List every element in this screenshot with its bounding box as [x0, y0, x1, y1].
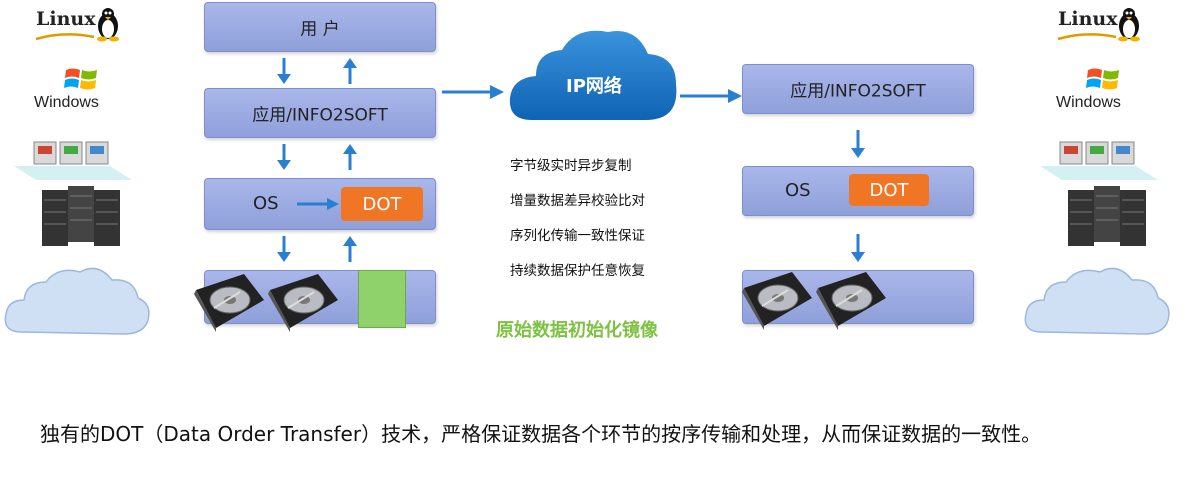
- app-layer-label: 应用/INFO2SOFT: [790, 81, 926, 102]
- tux-penguin-icon: [1118, 8, 1140, 42]
- linux-swoosh-icon: [35, 33, 95, 41]
- dot-module: DOT: [849, 174, 929, 206]
- linux-swoosh-icon: [1057, 33, 1117, 41]
- feature-item: 序列化传输一致性保证: [510, 228, 645, 244]
- arrow-right-icon: [297, 198, 339, 210]
- windows-flag-icon: [64, 68, 97, 90]
- user-layer-box: 用 户: [204, 2, 436, 52]
- windows-label: Windows: [1056, 94, 1121, 111]
- arrow-up-icon: [343, 236, 357, 262]
- dot-module: DOT: [341, 187, 423, 221]
- server-rack-icon-right: [1040, 141, 1158, 246]
- tux-penguin-icon: [97, 8, 119, 42]
- windows-label: Windows: [34, 94, 99, 111]
- cloud-storage-icon-right: [1024, 267, 1170, 335]
- arrow-down-icon: [277, 236, 291, 262]
- os-layer-box-right: OS DOT: [742, 166, 974, 216]
- windows-flag-icon: [1086, 68, 1119, 90]
- linux-label: Linux: [36, 8, 96, 30]
- hard-disk-icon: [194, 274, 264, 332]
- arrow-down-icon: [851, 234, 865, 262]
- app-layer-box-right: 应用/INFO2SOFT: [742, 64, 974, 114]
- hard-disk-icon: [816, 272, 886, 330]
- user-layer-label: 用 户: [300, 19, 340, 40]
- hard-disk-icon: [268, 274, 338, 332]
- feature-item: 增量数据差异校验比对: [510, 193, 645, 209]
- os-label: OS: [785, 180, 811, 201]
- feature-item: 持续数据保护任意恢复: [510, 263, 645, 279]
- linux-label: Linux: [1058, 8, 1118, 30]
- arrow-down-icon: [277, 58, 291, 84]
- arrow-right-icon: [442, 85, 504, 99]
- arrow-up-icon: [343, 58, 357, 84]
- arrow-down-icon: [277, 144, 291, 170]
- os-label: OS: [253, 193, 279, 214]
- arrow-down-icon: [851, 130, 865, 158]
- os-layer-box-left: OS DOT: [204, 178, 436, 230]
- hard-disk-icon: [742, 272, 812, 330]
- arrow-right-icon: [680, 89, 742, 103]
- app-layer-label: 应用/INFO2SOFT: [252, 105, 388, 126]
- data-block-green: [358, 270, 406, 328]
- server-rack-icon-left: [14, 141, 132, 246]
- cloud-storage-icon-left: [4, 267, 150, 335]
- feature-item: 字节级实时异步复制: [510, 158, 632, 174]
- initial-mirror-label: 原始数据初始化镜像: [496, 320, 658, 341]
- ip-network-cloud-icon: [509, 30, 677, 120]
- arrow-up-icon: [343, 144, 357, 170]
- ip-network-label: IP网络: [566, 76, 622, 97]
- dot-caption: 独有的DOT（Data Order Transfer）技术，严格保证数据各个环节…: [40, 422, 1042, 446]
- app-layer-box-left: 应用/INFO2SOFT: [204, 88, 436, 138]
